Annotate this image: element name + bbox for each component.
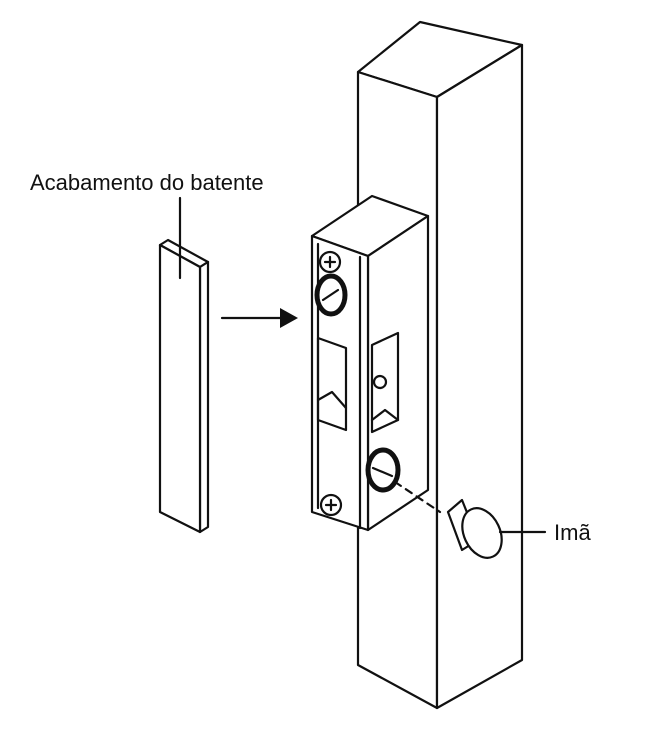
arrow-icon [220, 308, 298, 328]
screw-bottom [319, 493, 343, 517]
trim-plate [158, 238, 210, 534]
trim-label: Acabamento do batente [30, 170, 264, 195]
strike-box [310, 194, 442, 532]
magnet-label: Imã [554, 520, 591, 545]
magnet [446, 498, 547, 559]
screw-top [318, 250, 342, 274]
